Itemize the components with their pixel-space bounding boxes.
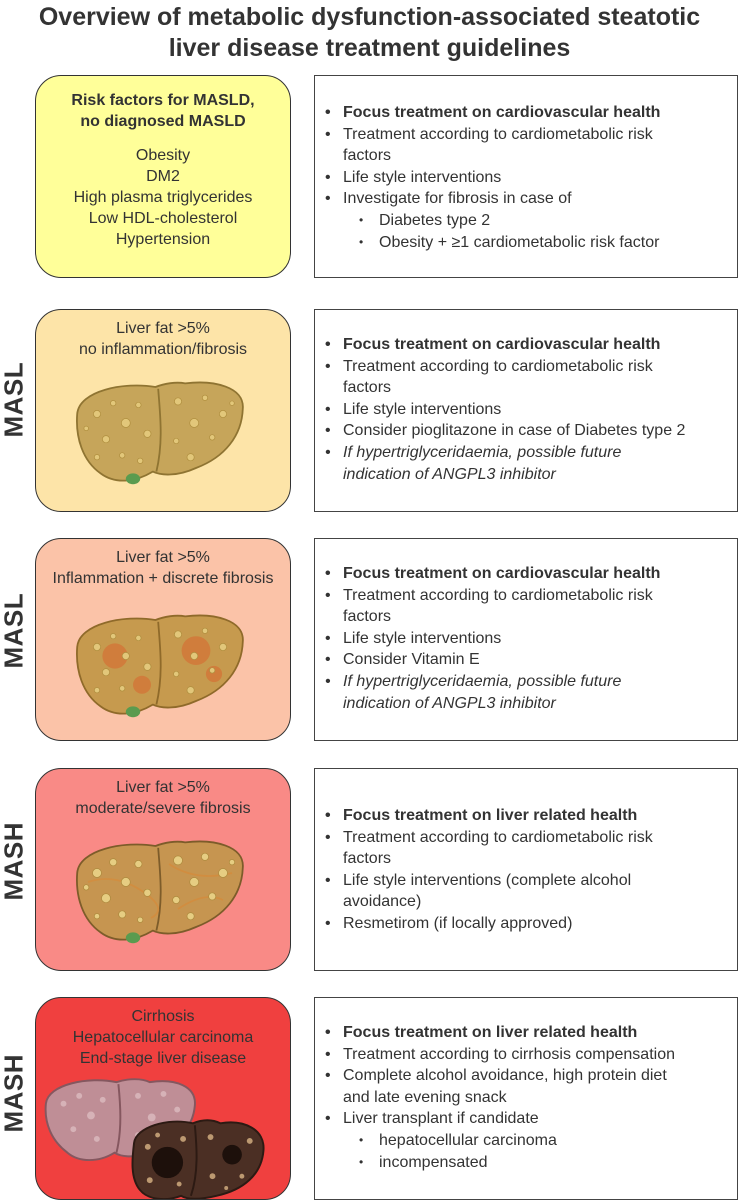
stage-text-mash-2-line-1: Cirrhosis bbox=[131, 1008, 195, 1025]
treatment-subitem: Diabetes type 2 bbox=[323, 210, 733, 232]
treatment-item-continuation: factors bbox=[343, 850, 392, 868]
stage-label-mash-2: MASH bbox=[0, 1053, 29, 1133]
title-line-2: liver disease treatment guidelines bbox=[168, 34, 571, 62]
treatment-item-continuation: avoidance) bbox=[343, 893, 422, 911]
risk-factor-triglycerides: High plasma triglycerides bbox=[73, 189, 253, 206]
inflamed-liver-illustration bbox=[76, 614, 244, 718]
risk-factors-heading-2: no diagnosed MASLD bbox=[80, 113, 246, 130]
treatment-box-risk-factors: Focus treatment on cardiovascular health… bbox=[314, 75, 738, 278]
stage-text-mash-1-line-1: Liver fat >5% bbox=[116, 779, 210, 796]
treatment-subitem: Obesity + ≥1 cardiometabolic risk factor bbox=[323, 232, 733, 254]
fatty-liver-illustration bbox=[76, 381, 244, 485]
treatment-item-continuation: factors bbox=[343, 379, 392, 397]
treatment-subitem: hepatocellular carcinoma bbox=[323, 1130, 733, 1152]
treatment-item: Treatment according to cardiometabolic r… bbox=[323, 585, 733, 607]
treatment-item: Resmetirom (if locally approved) bbox=[323, 913, 733, 935]
stage-label-masl-1: MASL bbox=[0, 361, 29, 438]
stage-label-mash-1: MASH bbox=[0, 821, 29, 901]
treatment-item: Consider pioglitazone in case of Diabete… bbox=[323, 420, 733, 442]
stage-text-masl-1-line-1: Liver fat >5% bbox=[116, 320, 210, 337]
stage-text-mash-2-line-2: Hepatocellular carcinoma bbox=[72, 1029, 254, 1046]
stage-label-masl-2: MASL bbox=[0, 592, 29, 669]
treatment-item: Focus treatment on liver related health bbox=[323, 1022, 733, 1044]
treatment-item-continuation: indication of ANGPL3 inhibitor bbox=[343, 694, 556, 712]
treatment-box-mash-2: Focus treatment on liver related healthT… bbox=[314, 997, 738, 1200]
stage-text-masl-1-line-2: no inflammation/fibrosis bbox=[78, 341, 248, 358]
stage-box-mash-2: Cirrhosis Hepatocellular carcinoma End-s… bbox=[35, 997, 291, 1200]
treatment-item: If hypertriglyceridaemia, possible futur… bbox=[323, 442, 733, 464]
diagram-title: Overview of metabolic dysfunction-associ… bbox=[0, 2, 739, 64]
risk-factor-obesity: Obesity bbox=[135, 147, 191, 164]
treatment-box-masl-1: Focus treatment on cardiovascular health… bbox=[314, 309, 738, 512]
cirrhotic-liver-illustration bbox=[44, 1078, 265, 1199]
treatment-item: Focus treatment on cardiovascular health bbox=[323, 334, 733, 356]
stage-box-masl-1: Liver fat >5% no inflammation/fibrosis bbox=[35, 309, 291, 512]
stage-box-mash-1: Liver fat >5% moderate/severe fibrosis bbox=[35, 768, 291, 971]
stage-text-mash-1-line-2: moderate/severe fibrosis bbox=[75, 800, 251, 817]
treatment-item: Investigate for fibrosis in case of bbox=[323, 188, 733, 210]
fibrotic-liver-illustration bbox=[76, 840, 244, 944]
risk-factors-heading-1: Risk factors for MASLD, bbox=[71, 92, 255, 109]
treatment-subitem: incompensated bbox=[323, 1152, 733, 1174]
treatment-item: Complete alcohol avoidance, high protein… bbox=[323, 1065, 733, 1087]
treatment-item: Treatment according to cardiometabolic r… bbox=[323, 827, 733, 849]
risk-factor-hypertension: Hypertension bbox=[115, 231, 211, 248]
treatment-box-mash-1: Focus treatment on liver related healthT… bbox=[314, 768, 738, 971]
treatment-item: Life style interventions (complete alcoh… bbox=[323, 870, 733, 892]
risk-factor-dm2: DM2 bbox=[146, 168, 180, 185]
treatment-item: Life style interventions bbox=[323, 399, 733, 421]
treatment-item-continuation: factors bbox=[343, 608, 392, 626]
treatment-item: Consider Vitamin E bbox=[323, 649, 733, 671]
treatment-item: Life style interventions bbox=[323, 167, 733, 189]
treatment-item-continuation: indication of ANGPL3 inhibitor bbox=[343, 465, 556, 483]
treatment-item: Liver transplant if candidate bbox=[323, 1108, 733, 1130]
risk-factor-hdl: Low HDL-cholesterol bbox=[88, 210, 238, 227]
stage-box-masl-2: Liver fat >5% Inflammation + discrete fi… bbox=[35, 538, 291, 741]
treatment-item: Life style interventions bbox=[323, 628, 733, 650]
treatment-item: Treatment according to cardiometabolic r… bbox=[323, 124, 733, 146]
treatment-item-continuation: and late evening snack bbox=[343, 1088, 507, 1106]
treatment-item: Focus treatment on liver related health bbox=[323, 805, 733, 827]
treatment-item-continuation: factors bbox=[343, 147, 392, 165]
treatment-item: If hypertriglyceridaemia, possible futur… bbox=[323, 671, 733, 693]
title-line-1: Overview of metabolic dysfunction-associ… bbox=[38, 3, 701, 31]
treatment-item: Treatment according to cardiometabolic r… bbox=[323, 356, 733, 378]
stage-text-mash-2-line-3: End-stage liver disease bbox=[79, 1050, 247, 1067]
treatment-box-masl-2: Focus treatment on cardiovascular health… bbox=[314, 538, 738, 741]
stage-text-masl-2-line-1: Liver fat >5% bbox=[116, 549, 210, 566]
treatment-item: Focus treatment on cardiovascular health bbox=[323, 563, 733, 585]
treatment-item: Focus treatment on cardiovascular health bbox=[323, 102, 733, 124]
treatment-item: Treatment according to cirrhosis compens… bbox=[323, 1044, 733, 1066]
risk-factors-box: Risk factors for MASLD, no diagnosed MAS… bbox=[35, 75, 291, 278]
stage-text-masl-2-line-2: Inflammation + discrete fibrosis bbox=[52, 570, 274, 587]
